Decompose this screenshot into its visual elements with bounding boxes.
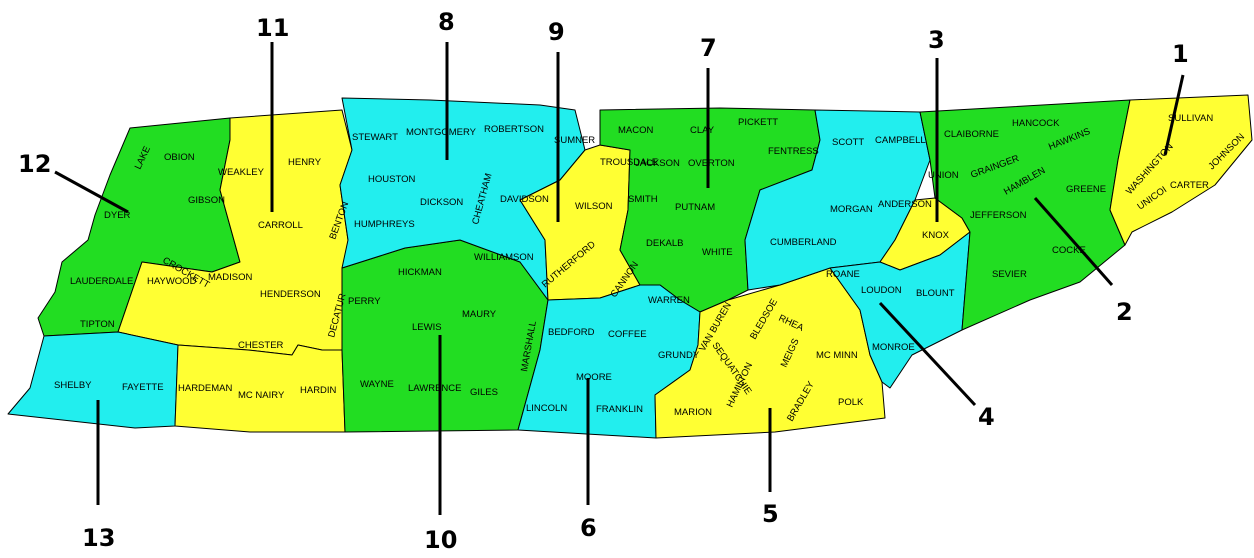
county-label-blount: BLOUNT [916,288,955,299]
county-label-robertson: ROBERTSON [484,124,544,135]
county-label-henry: HENRY [288,157,322,168]
county-label-madison: MADISON [208,272,252,283]
county-label-macon: MACON [618,125,654,136]
county-label-lewis: LEWIS [412,322,442,333]
county-label-grundy: GRUNDY [658,350,700,361]
county-label-clay: CLAY [690,125,715,136]
county-label-cumberland: CUMBERLAND [770,237,837,248]
county-label-shelby: SHELBY [54,380,92,391]
district-number-6: 6 [580,514,597,542]
county-label-tipton: TIPTON [80,319,115,330]
district-number-5: 5 [762,500,779,528]
county-label-hickman: HICKMAN [398,267,442,278]
county-label-giles: GILES [470,387,498,398]
county-label-carroll: CARROLL [258,220,303,231]
county-label-marion: MARION [674,407,712,418]
county-label-haywood: HAYWOOD [147,276,197,287]
district-number-4: 4 [978,403,995,431]
county-label-houston: HOUSTON [368,174,415,185]
district-number-10: 10 [424,526,457,554]
county-label-mc-minn: MC MINN [816,350,858,361]
county-label-warren: WARREN [648,295,690,306]
region-district-1 [1109,94,1253,246]
county-label-roane: ROANE [826,269,860,280]
county-label-chester: CHESTER [238,340,284,351]
county-label-franklin: FRANKLIN [596,404,643,415]
district-number-7: 7 [700,34,717,62]
district-number-8: 8 [438,8,455,36]
callout-line-4 [878,301,977,407]
callout-line-1 [1163,74,1185,156]
county-label-white: WHITE [702,247,733,258]
county-label-dickson: DICKSON [420,197,463,208]
county-label-coffee: COFFEE [608,329,647,340]
county-label-polk: POLK [838,397,864,408]
county-label-greene: GREENE [1066,184,1106,195]
county-label-trousdale: TROUSDALE [600,157,658,168]
region-district-13 [7,331,179,429]
county-label-hancock: HANCOCK [1012,118,1060,129]
county-label-fayette: FAYETTE [122,382,164,393]
county-label-union: UNION [928,170,959,181]
county-label-mc-nairy: MC NAIRY [238,390,285,401]
county-label-anderson: ANDERSON [878,199,932,210]
county-label-fentress: FENTRESS [768,146,819,157]
county-label-sevier: SEVIER [992,269,1027,280]
county-label-monroe: MONROE [872,342,915,353]
county-label-humphreys: HUMPHREYS [354,219,415,230]
county-label-putnam: PUTNAM [675,202,715,213]
county-label-scott: SCOTT [832,137,864,148]
county-label-morgan: MORGAN [830,204,873,215]
district-number-1: 1 [1172,40,1189,68]
county-label-bedford: BEDFORD [548,327,595,338]
county-label-jefferson: JEFFERSON [970,210,1027,221]
county-label-lincoln: LINCOLN [526,403,567,414]
callout-line-2 [1033,197,1114,286]
callout-line-12 [54,170,129,214]
county-label-davidson: DAVIDSON [500,194,549,205]
county-label-claiborne: CLAIBORNE [944,129,999,140]
county-label-dekalb: DEKALB [646,238,684,249]
county-label-carter: CARTER [1170,180,1209,191]
county-label-smith: SMITH [628,194,658,205]
county-label-dyer: DYER [104,210,131,221]
county-label-lawrence: LAWRENCE [408,383,462,394]
county-label-perry: PERRY [348,296,381,307]
county-label-pickett: PICKETT [738,117,778,128]
county-label-overton: OVERTON [688,158,735,169]
district-callout-lines [54,42,1185,515]
county-label-williamson: WILLIAMSON [474,252,534,263]
region-district-10 [341,239,549,433]
region-district-4 [829,231,971,389]
county-label-obion: OBION [164,152,195,163]
district-number-12: 12 [18,150,51,178]
county-label-gibson: GIBSON [188,195,225,206]
region-district-3-north [744,109,931,291]
region-hardeman-mcnairy-hardin [174,344,346,433]
county-label-loudon: LOUDON [861,285,902,296]
county-label-cocke: COCKE [1052,245,1086,256]
county-label-jackson: JACKSON [635,158,680,169]
district-number-2: 2 [1116,298,1133,326]
county-label-stewart: STEWART [352,132,398,143]
county-label-sullivan: SULLIVAN [1168,113,1213,124]
county-label-lauderdale: LAUDERDALE [70,276,133,287]
county-label-sumner: SUMNER [554,135,595,146]
district-number-13: 13 [82,524,115,552]
district-number-11: 11 [256,14,289,42]
county-label-hardeman: HARDEMAN [178,383,233,394]
county-label-weakley: WEAKLEY [218,167,265,178]
county-label-montgomery: MONTGOMERY [406,127,477,138]
county-label-moore: MOORE [576,372,612,383]
district-number-3: 3 [928,26,945,54]
county-label-knox: KNOX [922,230,950,241]
county-label-wayne: WAYNE [360,379,394,390]
county-label-wilson: WILSON [575,201,613,212]
county-label-hardin: HARDIN [300,385,337,396]
district-number-9: 9 [548,18,565,46]
county-label-henderson: HENDERSON [260,289,321,300]
county-label-campbell: CAMPBELL [875,135,926,146]
county-label-maury: MAURY [462,309,497,320]
